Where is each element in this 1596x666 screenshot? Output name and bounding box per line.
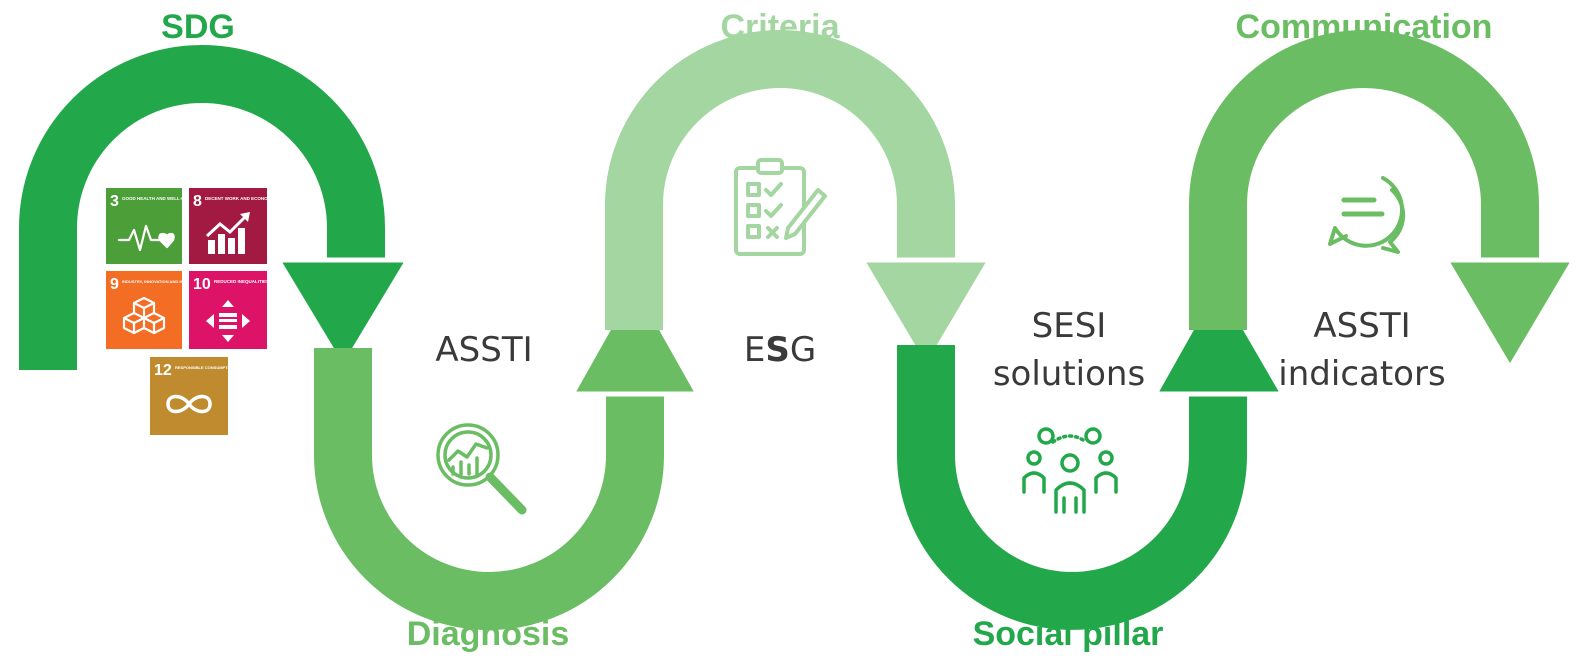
sdg-arrow-head <box>273 257 413 373</box>
infinity-icon <box>166 394 212 414</box>
sdg-tile-10-number: 10 <box>193 276 211 293</box>
sdg-arch-band <box>18 45 385 370</box>
criteria-label-bold: S <box>765 330 790 370</box>
sdg-tile-8: 8 DECENT WORK AND ECONOMIC GROWTH <box>189 188 298 264</box>
checklist-icon <box>734 158 827 256</box>
communication-center-label-line2: indicators <box>1278 354 1445 394</box>
diagnosis-arch-band <box>314 348 664 630</box>
people-group-icon <box>1022 427 1118 514</box>
communication-arch <box>1189 30 1579 373</box>
sdg-tile-9: 9 INDUSTRY, INNOVATION AND INFRASTRUCTUR… <box>106 271 217 349</box>
criteria-label-prefix: E <box>744 330 765 370</box>
criteria-arch <box>605 30 995 373</box>
sdg-tile-10: 10 REDUCED INEQUALITIES <box>189 271 269 349</box>
social-pillar-center-label-line1: SESI <box>1032 306 1107 346</box>
social-pillar-center-label-line2: solutions <box>993 354 1145 394</box>
sdg-tile-3: 3 GOOD HEALTH AND WELL-BEING <box>106 188 196 264</box>
criteria-center-label: ESG <box>744 330 816 370</box>
sdg-tile-9-number: 9 <box>110 276 119 293</box>
communication-arrow-head <box>1441 257 1579 373</box>
cubes-icon <box>122 296 166 335</box>
heading-sdg: SDG <box>161 8 235 46</box>
social-pillar-arch-band <box>897 345 1247 630</box>
diagnosis-center-label: ASSTI <box>435 330 532 370</box>
magnifier-chart-icon <box>436 423 527 515</box>
social-pillar-arch <box>897 276 1288 630</box>
social-pillar-arrow-head <box>1150 276 1288 397</box>
sdg-tile-9-title: INDUSTRY, INNOVATION AND INFRASTRUCTURE <box>122 279 217 284</box>
sdg-tile-12: 12 RESPONSIBLE CONSUMPTION AND PRODUCTIO… <box>150 357 273 435</box>
equality-arrows-icon <box>206 300 250 342</box>
criteria-arrow-head <box>857 257 995 373</box>
heartbeat-icon <box>117 224 175 252</box>
sdg-tile-3-bg <box>106 188 182 264</box>
growth-chart-icon <box>205 212 250 254</box>
sdg-tile-3-title: GOOD HEALTH AND WELL-BEING <box>122 196 196 201</box>
sdg-tile-12-number: 12 <box>154 362 172 379</box>
sdg-tile-12-bg <box>150 357 228 435</box>
criteria-arch-band <box>605 30 955 330</box>
sdg-tile-8-number: 8 <box>193 193 202 210</box>
criteria-label-suffix: G <box>790 330 816 370</box>
sdg-tile-12-title: RESPONSIBLE CONSUMPTION AND PRODUCTION <box>175 365 273 370</box>
communication-center-label-line1: ASSTI <box>1313 306 1410 346</box>
diagnosis-arrow-head <box>567 276 703 397</box>
sdg-tile-8-title: DECENT WORK AND ECONOMIC GROWTH <box>205 196 298 201</box>
sdg-tile-10-title: REDUCED INEQUALITIES <box>214 279 269 284</box>
sdg-tile-3-number: 3 <box>110 193 119 210</box>
chat-bubbles-icon <box>1328 176 1406 254</box>
diagnosis-arch <box>314 276 703 630</box>
communication-arch-band <box>1189 30 1539 330</box>
sdg-arch <box>18 45 413 373</box>
